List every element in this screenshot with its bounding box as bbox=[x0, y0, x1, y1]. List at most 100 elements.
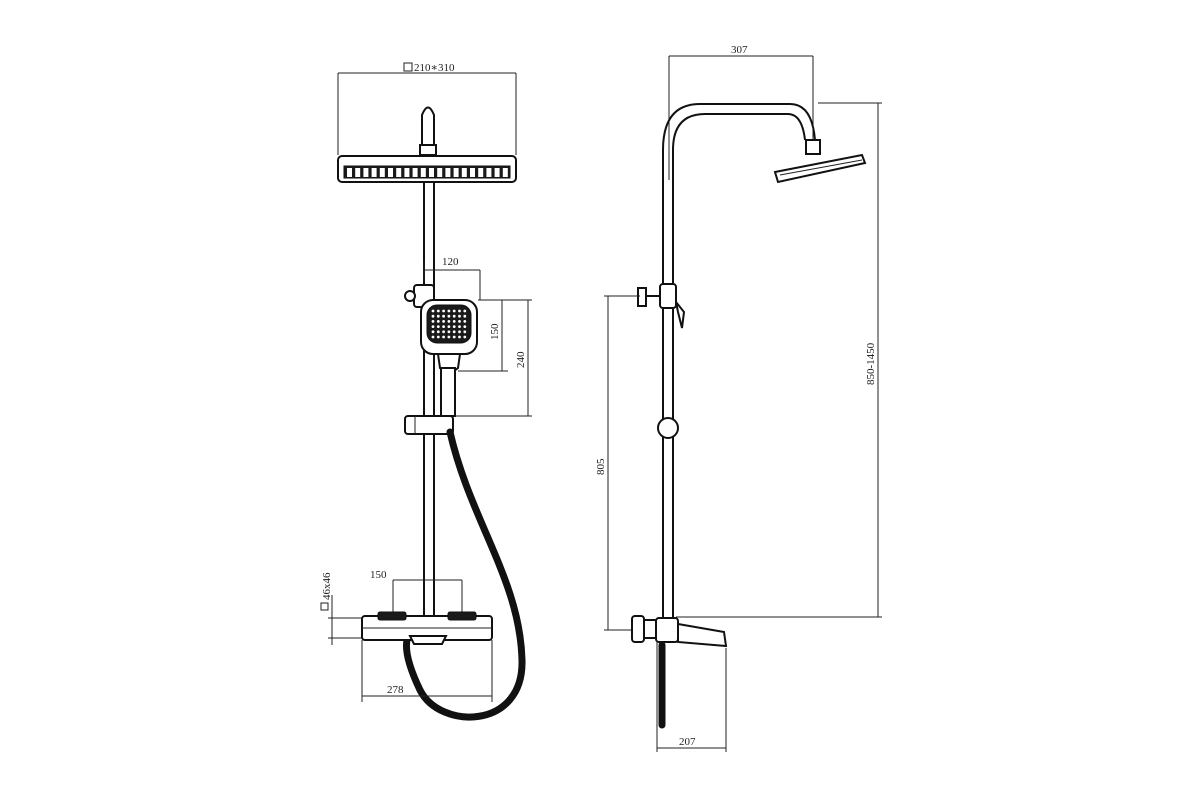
hand-nozzle bbox=[442, 314, 445, 318]
hand-nozzle bbox=[442, 320, 445, 323]
rain-shower-head bbox=[337, 155, 517, 183]
dim-height-range: 850-1450 bbox=[676, 102, 882, 618]
nozzle bbox=[478, 168, 484, 177]
side-head-connector bbox=[805, 139, 821, 155]
hand-nozzle bbox=[447, 335, 451, 339]
hand-nozzle bbox=[458, 325, 461, 328]
arm-connector bbox=[419, 144, 437, 156]
hand-nozzle bbox=[463, 314, 467, 318]
hand-nozzle bbox=[452, 325, 456, 328]
nozzle bbox=[502, 168, 508, 177]
dim-head-size-label: 210∗310 bbox=[414, 62, 455, 74]
nozzle bbox=[470, 168, 475, 177]
nozzle-row bbox=[347, 168, 508, 177]
square-symbol-icon bbox=[320, 602, 329, 611]
dim-mixer-width-label: 278 bbox=[387, 684, 404, 696]
hand-nozzle bbox=[458, 309, 461, 313]
dim-mixer-center-spacing: 150 bbox=[370, 569, 463, 618]
hand-nozzle bbox=[431, 335, 435, 339]
hand-nozzle bbox=[436, 335, 440, 339]
nozzle bbox=[461, 168, 467, 177]
hand-nozzle bbox=[442, 335, 445, 339]
hand-nozzle bbox=[447, 325, 451, 328]
hand-nozzle bbox=[458, 335, 461, 339]
thermostatic-mixer bbox=[361, 611, 493, 645]
nozzle bbox=[396, 168, 402, 177]
nozzle bbox=[494, 168, 500, 177]
nozzle bbox=[429, 168, 434, 177]
dim-handshower-width: 120 bbox=[423, 256, 481, 300]
side-view: 307 850-1450 805 bbox=[595, 44, 882, 752]
bath-spout bbox=[677, 622, 728, 648]
hand-nozzle bbox=[442, 330, 445, 334]
hand-nozzle bbox=[436, 325, 440, 328]
dim-mixer-center-spacing-label: 150 bbox=[370, 569, 387, 581]
nozzle bbox=[404, 168, 410, 177]
dim-mixer-connection-label: 46x46 bbox=[321, 572, 333, 600]
hand-nozzle bbox=[463, 330, 467, 334]
hand-nozzle bbox=[463, 320, 467, 323]
nozzle bbox=[355, 168, 361, 177]
hand-nozzle bbox=[442, 309, 445, 313]
side-riser-arm bbox=[662, 103, 816, 618]
shower-arm bbox=[421, 106, 435, 148]
hand-nozzle bbox=[436, 320, 440, 323]
hand-nozzle bbox=[436, 309, 440, 313]
dim-lower-height: 805 bbox=[595, 295, 640, 631]
shower-hose bbox=[402, 428, 526, 721]
dim-arm-reach: 307 bbox=[668, 44, 814, 180]
side-slider-holder bbox=[657, 417, 679, 439]
hand-nozzle bbox=[452, 314, 456, 318]
hand-shower-nozzles bbox=[431, 309, 467, 339]
hand-nozzle bbox=[447, 309, 451, 313]
hand-nozzle bbox=[447, 314, 451, 318]
hand-nozzle bbox=[431, 314, 435, 318]
hand-nozzle bbox=[452, 309, 456, 313]
nozzle bbox=[371, 168, 377, 177]
dim-arm-reach-label: 307 bbox=[731, 44, 748, 56]
hand-nozzle bbox=[463, 325, 467, 328]
nozzle bbox=[379, 168, 385, 177]
nozzle bbox=[388, 168, 393, 177]
side-mixer bbox=[631, 615, 728, 729]
hand-nozzle bbox=[452, 330, 456, 334]
nozzle bbox=[445, 168, 451, 177]
nozzle bbox=[347, 168, 352, 177]
side-shower-head bbox=[773, 153, 867, 184]
hand-nozzle bbox=[436, 314, 440, 318]
hand-nozzle bbox=[431, 325, 435, 328]
nozzle bbox=[486, 168, 492, 177]
front-view: 210∗310 120 bbox=[320, 62, 532, 721]
hand-nozzle bbox=[447, 330, 451, 334]
nozzle bbox=[453, 168, 459, 177]
hand-nozzle bbox=[463, 309, 467, 313]
square-symbol-icon bbox=[403, 62, 413, 72]
hand-nozzle bbox=[463, 335, 467, 339]
hand-nozzle bbox=[458, 314, 461, 318]
dim-handshower-width-label: 120 bbox=[442, 256, 459, 268]
nozzle bbox=[363, 168, 369, 177]
slider-holder bbox=[404, 415, 454, 435]
hand-nozzle bbox=[431, 309, 435, 313]
hand-nozzle bbox=[442, 325, 445, 328]
dim-handshower-length-label: 150 bbox=[489, 323, 501, 340]
hand-nozzle bbox=[431, 320, 435, 323]
hand-nozzle bbox=[458, 330, 461, 334]
dim-spout-reach-label: 207 bbox=[679, 736, 696, 748]
dim-handshower-total-label: 240 bbox=[515, 351, 527, 368]
dim-spout-reach: 207 bbox=[656, 640, 727, 752]
hand-nozzle bbox=[458, 320, 461, 323]
hand-shower bbox=[420, 299, 478, 417]
nozzle bbox=[420, 168, 426, 177]
side-diverter bbox=[637, 283, 686, 329]
hand-nozzle bbox=[436, 330, 440, 334]
hand-nozzle bbox=[431, 330, 435, 334]
nozzle bbox=[437, 168, 443, 177]
dim-handshower-total: 240 bbox=[455, 300, 532, 417]
dim-mixer-width: 278 bbox=[361, 640, 493, 702]
hand-nozzle bbox=[452, 320, 456, 323]
hand-nozzle bbox=[447, 320, 451, 323]
hand-nozzle bbox=[452, 335, 456, 339]
dim-lower-height-label: 805 bbox=[595, 458, 607, 475]
